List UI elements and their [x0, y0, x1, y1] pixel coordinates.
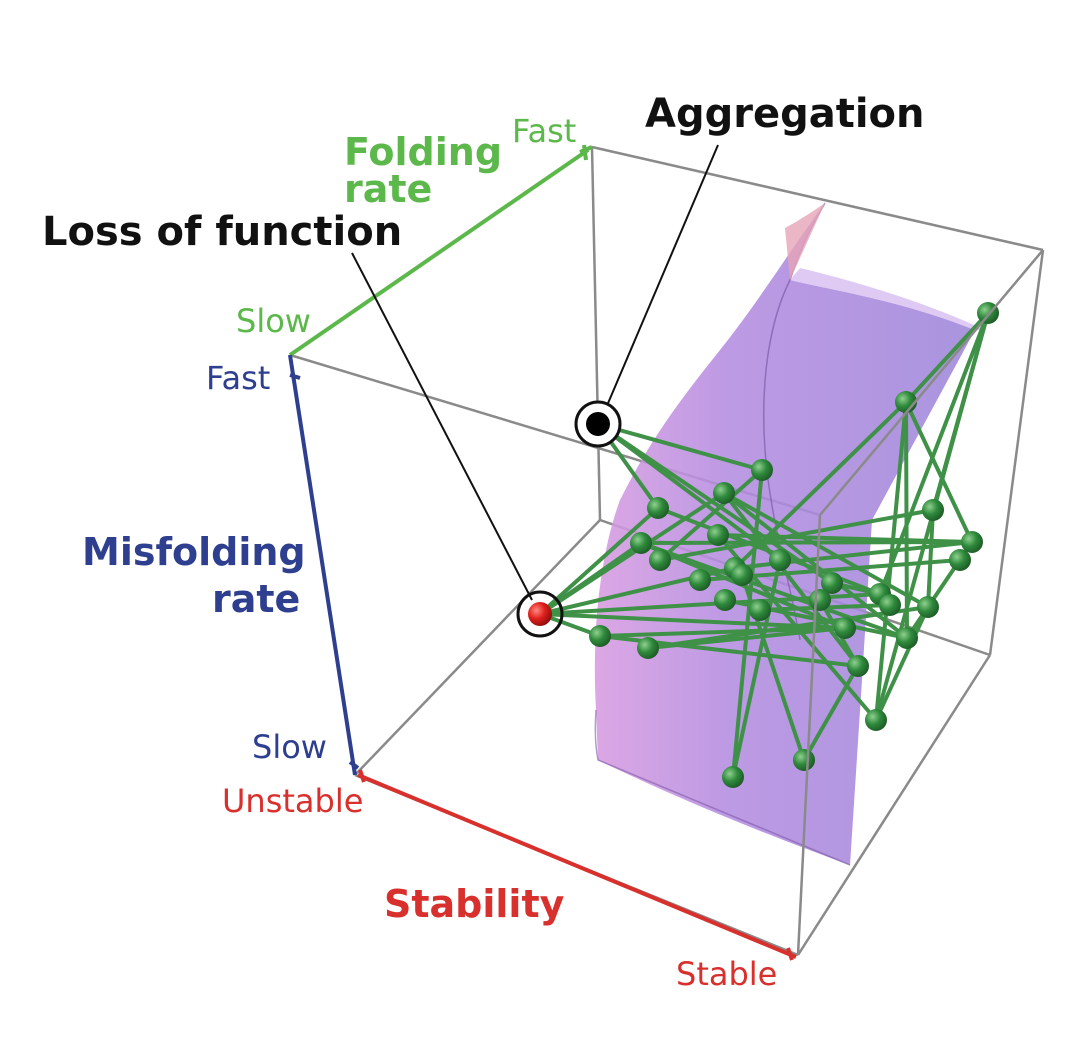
stability-axis: [357, 769, 797, 961]
network-edge: [658, 468, 764, 562]
folding-rate-fast-label: Fast: [512, 112, 577, 150]
network-node: [637, 637, 659, 659]
loss-of-function-label: Loss of function: [42, 209, 403, 255]
network-edge: [596, 422, 764, 472]
network-edge: [731, 558, 782, 779]
network-edge: [722, 491, 930, 609]
network-edge: [538, 491, 726, 616]
network-node: [689, 569, 711, 591]
network-edge: [802, 664, 860, 762]
stability-unstable-label: Unstable: [222, 782, 364, 820]
stability-title: Stability: [384, 882, 565, 926]
network-node: [749, 599, 771, 621]
network-edge: [656, 506, 882, 596]
network-edge: [904, 311, 990, 404]
misfolding-rate-slow-label: Slow: [252, 728, 327, 766]
network-node: [949, 549, 971, 571]
network-node: [731, 564, 753, 586]
folding-rate-axis: [288, 144, 593, 357]
network-edge: [596, 422, 834, 585]
network-node: [714, 589, 736, 611]
conformation-network: [538, 302, 999, 788]
network-node: [917, 596, 939, 618]
network-node: [809, 589, 831, 611]
network-node: [896, 627, 918, 649]
network-edge: [878, 311, 990, 596]
misfolding-rate-title-line2: rate: [212, 577, 301, 621]
network-edge: [646, 605, 930, 650]
network-edge: [904, 400, 909, 640]
aggregation-leader-line: [602, 144, 719, 416]
network-node: [879, 594, 901, 616]
network-node: [922, 499, 944, 521]
aggregation-marker: [574, 400, 622, 448]
network-edge: [598, 626, 847, 638]
network-edge: [722, 491, 860, 668]
network-edge: [538, 506, 660, 616]
network-node: [751, 459, 773, 481]
network-node: [713, 482, 735, 504]
network-node: [769, 549, 791, 571]
aggregation-label: Aggregation: [645, 91, 925, 137]
loss-of-function-marker: [516, 590, 564, 638]
network-node: [589, 625, 611, 647]
network-node: [847, 655, 869, 677]
network-edge: [926, 508, 935, 609]
network-edge: [639, 540, 974, 545]
network-edge: [874, 400, 908, 722]
network-node: [630, 532, 652, 554]
misfolding-rate-fast-label: Fast: [206, 359, 271, 397]
network-node: [821, 572, 843, 594]
network-edge: [874, 605, 930, 722]
network-node: [865, 709, 887, 731]
stability-stable-label: Stable: [676, 955, 778, 993]
network-node: [707, 524, 729, 546]
misfolding-rate-axis: [288, 354, 360, 776]
network-node: [647, 497, 669, 519]
loss-of-function-leader-line: [351, 252, 533, 601]
network-node: [722, 766, 744, 788]
folding-rate-title-line2: rate: [344, 167, 433, 211]
misfolding-rate-title-line1: Misfolding: [82, 530, 306, 574]
network-edge: [904, 400, 974, 544]
folding-rate-title-line1: Folding: [344, 130, 503, 174]
network-node: [961, 531, 983, 553]
energy-surface: [594, 202, 985, 866]
network-node: [793, 749, 815, 771]
network-node: [649, 549, 671, 571]
folding-rate-slow-label: Slow: [236, 302, 311, 340]
network-node: [834, 617, 856, 639]
